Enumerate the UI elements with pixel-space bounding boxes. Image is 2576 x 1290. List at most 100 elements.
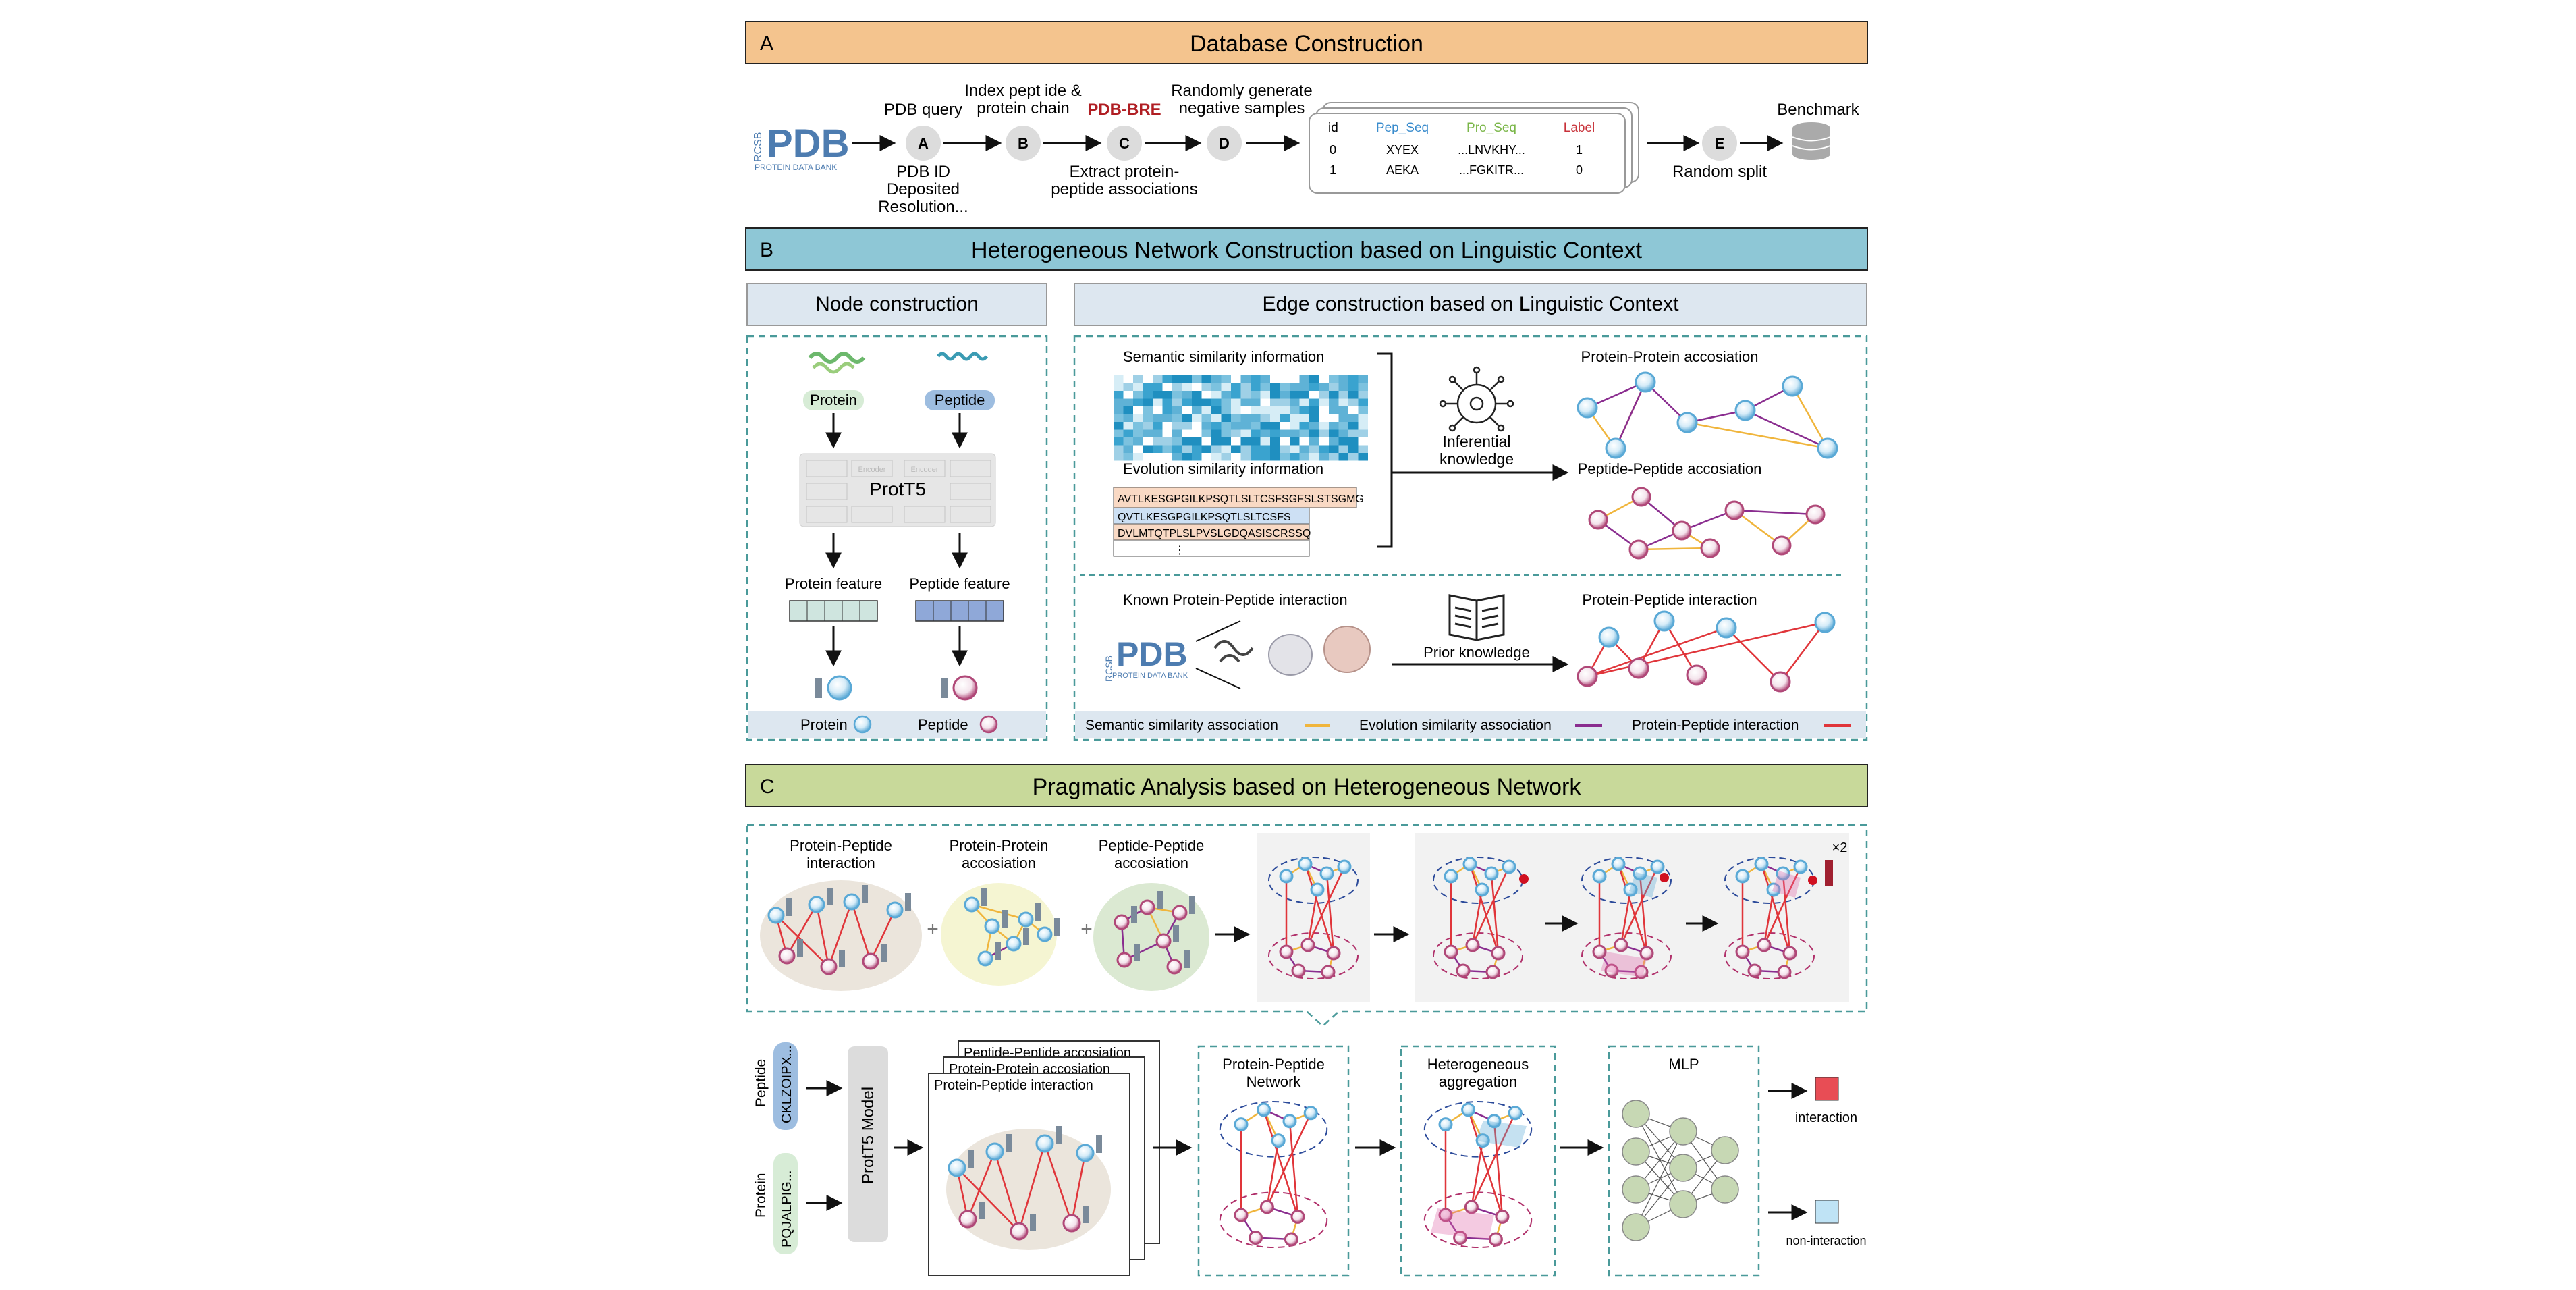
graph-edge [1760,863,1791,954]
peptide-node [1724,500,1745,520]
c-merged-network [1268,857,1359,979]
node-feature-bar [839,950,845,967]
heatmap-cell [1358,414,1368,422]
heatmap-cell [1211,398,1222,406]
heatmap-cell [1251,391,1261,399]
heatmap-cell [1231,445,1241,453]
heatmap-cell [1260,429,1270,437]
heatmap-cell [1290,383,1300,391]
peptide-node [1290,1209,1305,1224]
panel-c-title: Pragmatic Analysis based on Heterogeneou… [1033,774,1582,800]
graph-edge [1782,873,1791,954]
heatmap-cell [1270,429,1280,437]
graph-edge [1490,873,1500,954]
heatmap-cell [1358,445,1368,453]
heatmap-cell [1270,391,1280,399]
heatmap-cell [1358,398,1368,406]
peptide-node [1062,1214,1081,1233]
heatmap-cell [1240,414,1251,422]
heatmap-cell [1192,375,1202,383]
node-feature-bar [1189,896,1195,914]
node-feature-bar [1035,903,1041,921]
fan-line-bottom [1195,668,1241,689]
graph-edge [1687,421,1828,450]
heatmap-cell [1201,414,1211,422]
heatmap-cell [1240,429,1251,437]
heatmap-cell [1251,383,1261,391]
protein-node-with-feature [815,675,852,701]
protein-node [1475,882,1489,897]
protein-node [1282,1114,1297,1129]
heatmap-cell [1192,453,1202,461]
heatmap-cell [1211,414,1222,422]
heatmap-cell [1338,445,1348,453]
heatmap-cell [1251,429,1261,437]
protein-tag-label: Protein [810,392,857,408]
heatmap-cell [1309,429,1319,437]
heatmap-cell [1348,422,1359,430]
legend-protein-label: Protein [800,716,848,733]
heatmap-cell [1133,391,1143,399]
table-r0-id: 0 [1330,143,1336,157]
heatmap-cell [1192,422,1202,430]
protein-node [948,1158,966,1177]
heatmap-cell [1299,398,1309,406]
heatmap-cell [1358,453,1368,461]
pdbid-line2: Deposited [887,180,960,198]
protein-label: Protein [753,1173,769,1218]
heatmap-cell [1319,383,1329,391]
mlp-neuron [1622,1213,1650,1241]
heatmap-cell [1260,453,1270,461]
heatmap-cell [1251,445,1261,453]
heatmap-cell [1143,391,1153,399]
heatmap-cell [1290,391,1300,399]
peptide-node [1444,944,1458,959]
node-feature-bar [786,898,792,916]
heatmap-cell [1290,375,1300,383]
heatmap-cell [1211,437,1222,446]
graph-edge [1734,509,1816,516]
table-r1-pro: ...FGKITR... [1459,163,1524,177]
heatmap-cell [1309,398,1319,406]
sample-table: id Pep_Seq Pro_Seq Label 0 XYEX ...LNVKH… [1309,102,1639,194]
heatmap-cell [1338,406,1348,414]
heatmap-cell [1133,453,1143,461]
graph-edge [971,903,1026,921]
node-construction-header [746,283,1047,326]
heatmap-cell [1319,414,1329,422]
heatmap-cell [1338,429,1348,437]
heatmap-cell [1348,406,1359,414]
graph-edge [1780,622,1826,682]
heatmap-cell [1329,398,1339,406]
graph-edge [1745,409,1828,450]
protein-node [1487,1114,1502,1129]
protein-tag [803,390,864,410]
net-line1: Protein-Peptide [1222,1056,1325,1073]
heatmap-cell [1162,375,1172,383]
protein-node [984,918,1000,934]
protein-node [1793,859,1808,874]
heatmap-cell [1319,406,1329,414]
edge-construction-box [1073,335,1868,741]
heatmap-cell [1172,383,1182,391]
peptide-node [820,958,838,975]
heatmap-cell [1260,391,1270,399]
bracket [1377,352,1393,548]
g3-line1: Peptide-Peptide [1099,837,1205,854]
heatmap-cell [1133,398,1143,406]
heatmap-cell [1348,429,1359,437]
g2-line2: accosiation [962,855,1036,871]
heatmap-cell [1348,453,1359,461]
heatmap-cell [1299,414,1309,422]
heatmap-cell [1153,383,1163,391]
heatmap-cell [1192,406,1202,414]
peptide-node [1495,1209,1510,1224]
heatmap-cell [1221,406,1231,414]
inferential-line2: knowledge [1440,450,1514,468]
node-feature-bar [1054,918,1060,936]
graph-edge [1791,385,1829,449]
heatmap-cell [1221,453,1231,461]
heatmap-cell [1201,445,1211,453]
heatmap-cell [1153,445,1163,453]
graph-edge [1639,873,1648,954]
